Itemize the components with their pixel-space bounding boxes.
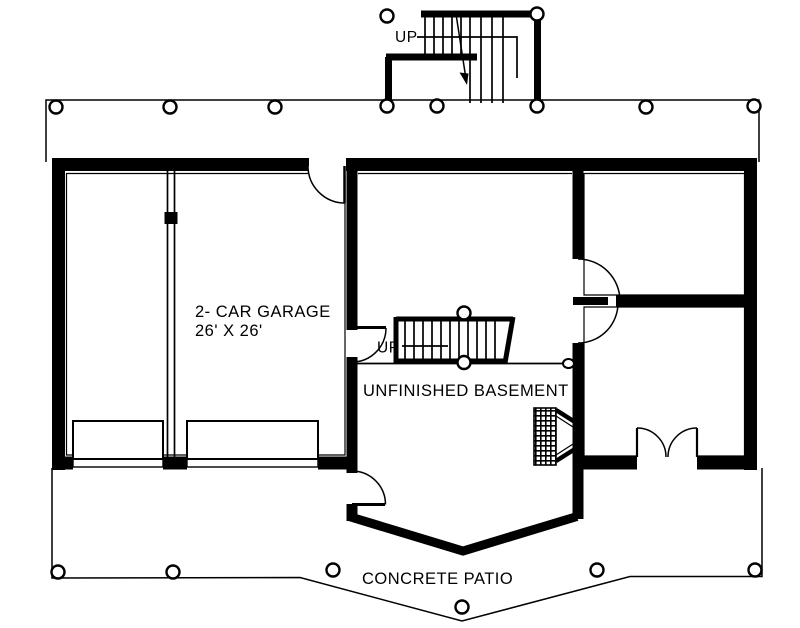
garage-door-symbol <box>186 420 319 460</box>
interior-walls <box>346 162 751 519</box>
stair-treads <box>424 15 504 103</box>
up-label-interior-stair: UP <box>377 340 400 357</box>
exterior-stair: UP <box>385 10 541 108</box>
patio-outline <box>51 468 763 622</box>
up-direction-line <box>417 36 518 78</box>
garage-label: 2- CAR GARAGE <box>195 303 331 321</box>
furnace-symbol <box>533 407 577 466</box>
french-doors <box>635 427 699 472</box>
up-label-exterior-stair: UP <box>395 29 418 46</box>
direction-arrowhead <box>459 72 469 85</box>
support-posts <box>48 6 763 615</box>
basement-label: UNFINISHED BASEMENT <box>363 382 569 400</box>
stair-treads <box>404 321 496 359</box>
garage-door-symbol <box>72 420 164 460</box>
garage-entry-door <box>307 156 346 204</box>
garage-door-panel <box>186 458 319 468</box>
door-pivot-symbol <box>562 358 575 369</box>
patio-label: CONCRETE PATIO <box>362 570 513 588</box>
right-room-door-lower <box>573 297 619 344</box>
post-footing <box>164 212 178 224</box>
plan-labels: 2- CAR GARAGE 26' X 26' UNFINISHED BASEM… <box>195 303 569 588</box>
stair-break-line <box>455 13 467 80</box>
deck-outline <box>45 99 760 162</box>
overhead-garage-doors <box>72 420 319 472</box>
right-room-door-upper <box>577 258 621 302</box>
garage-door-panel <box>72 458 164 468</box>
garage-basement-door <box>351 326 387 363</box>
garage-bay-divider <box>164 171 178 457</box>
basement-patio-door <box>351 470 387 506</box>
garage-size-label: 26' X 26' <box>195 322 263 340</box>
